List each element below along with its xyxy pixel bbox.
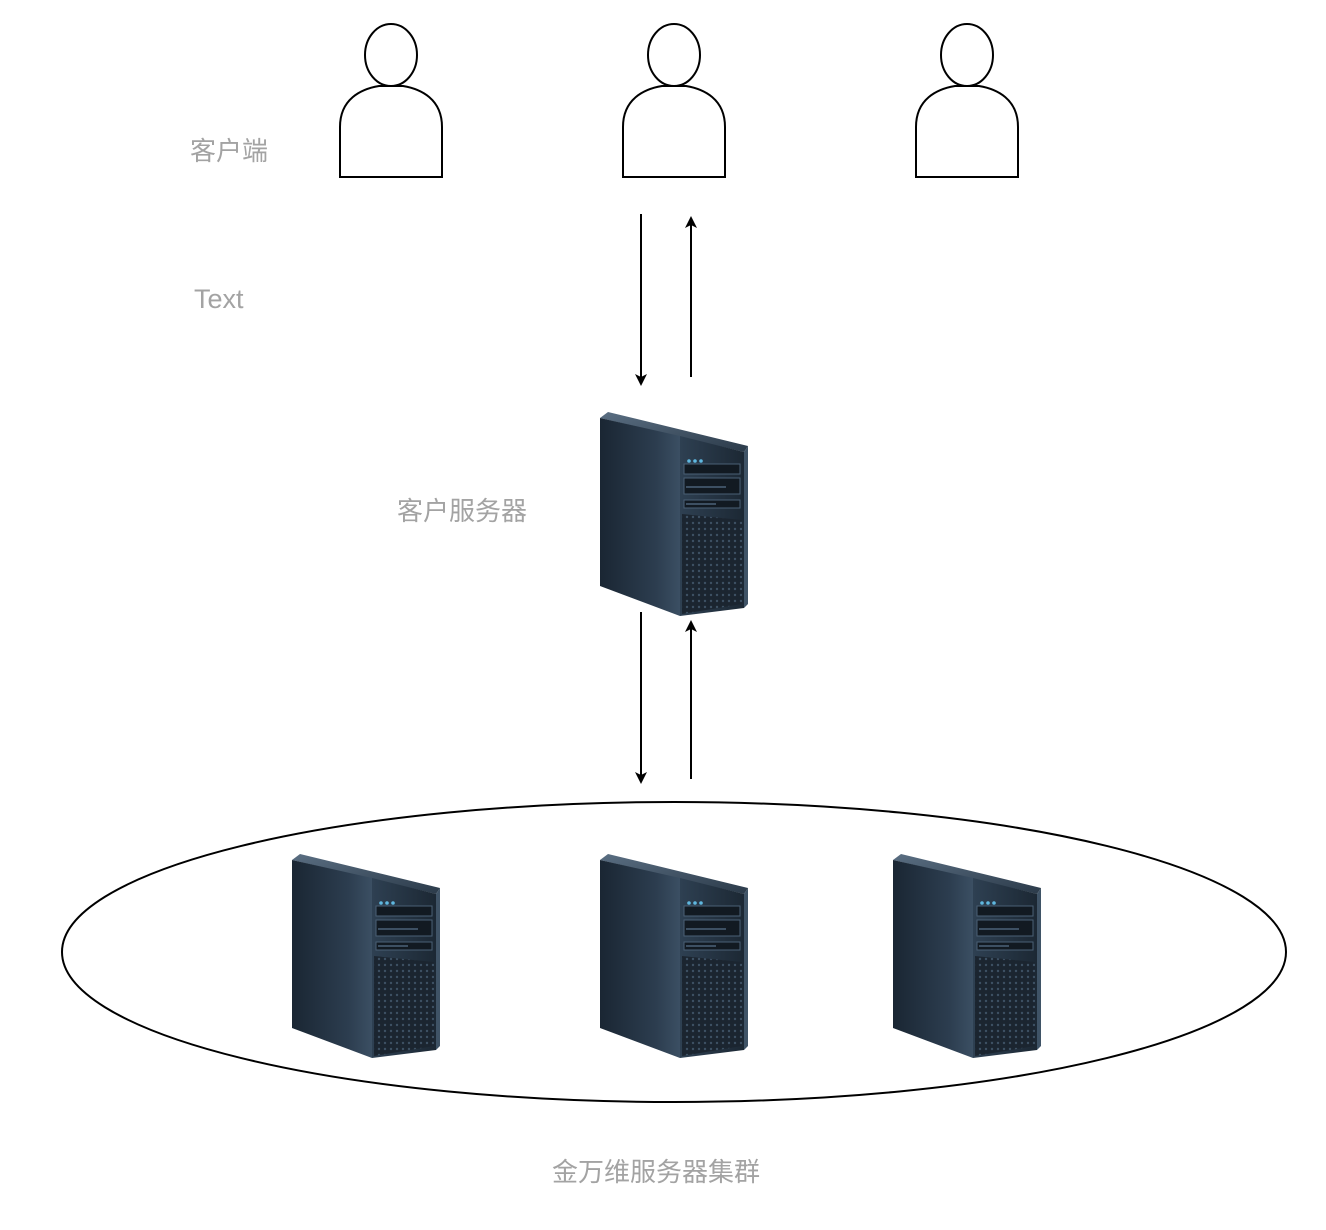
server-tower-icon <box>599 853 749 1059</box>
user-icon <box>622 23 726 178</box>
client-server-label: 客户服务器 <box>397 497 528 527</box>
server-tower-icon <box>599 411 749 617</box>
text-label: Text <box>194 284 244 314</box>
server-cluster-label: 金万维服务器集群 <box>552 1158 761 1188</box>
server-tower-icon <box>892 853 1042 1059</box>
user-icon <box>339 23 443 178</box>
client-label: 客户端 <box>190 137 269 167</box>
user-icon <box>915 23 1019 178</box>
server-tower-icon <box>291 853 441 1059</box>
